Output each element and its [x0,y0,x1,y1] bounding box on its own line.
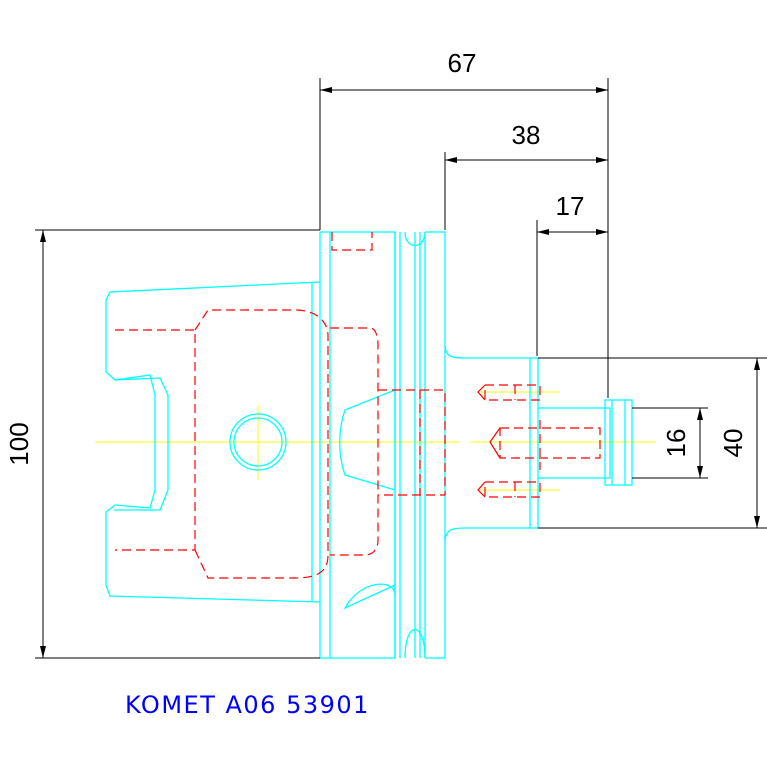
dim-flange-to-end: 38 [512,120,541,150]
centerlines [95,391,655,491]
hidden-lines [115,232,601,579]
dim-overall-length: 67 [448,48,477,78]
part-number-caption: KOMET A06 53901 [125,691,370,719]
dim-total-height: 100 [4,422,34,465]
drill-points [477,384,501,498]
dim-shank-diameter: 16 [661,429,691,458]
dim-collar-diameter: 40 [718,429,748,458]
dim-shank-length: 17 [556,191,585,221]
dimension-lines [35,78,767,659]
part-outline [105,231,633,659]
